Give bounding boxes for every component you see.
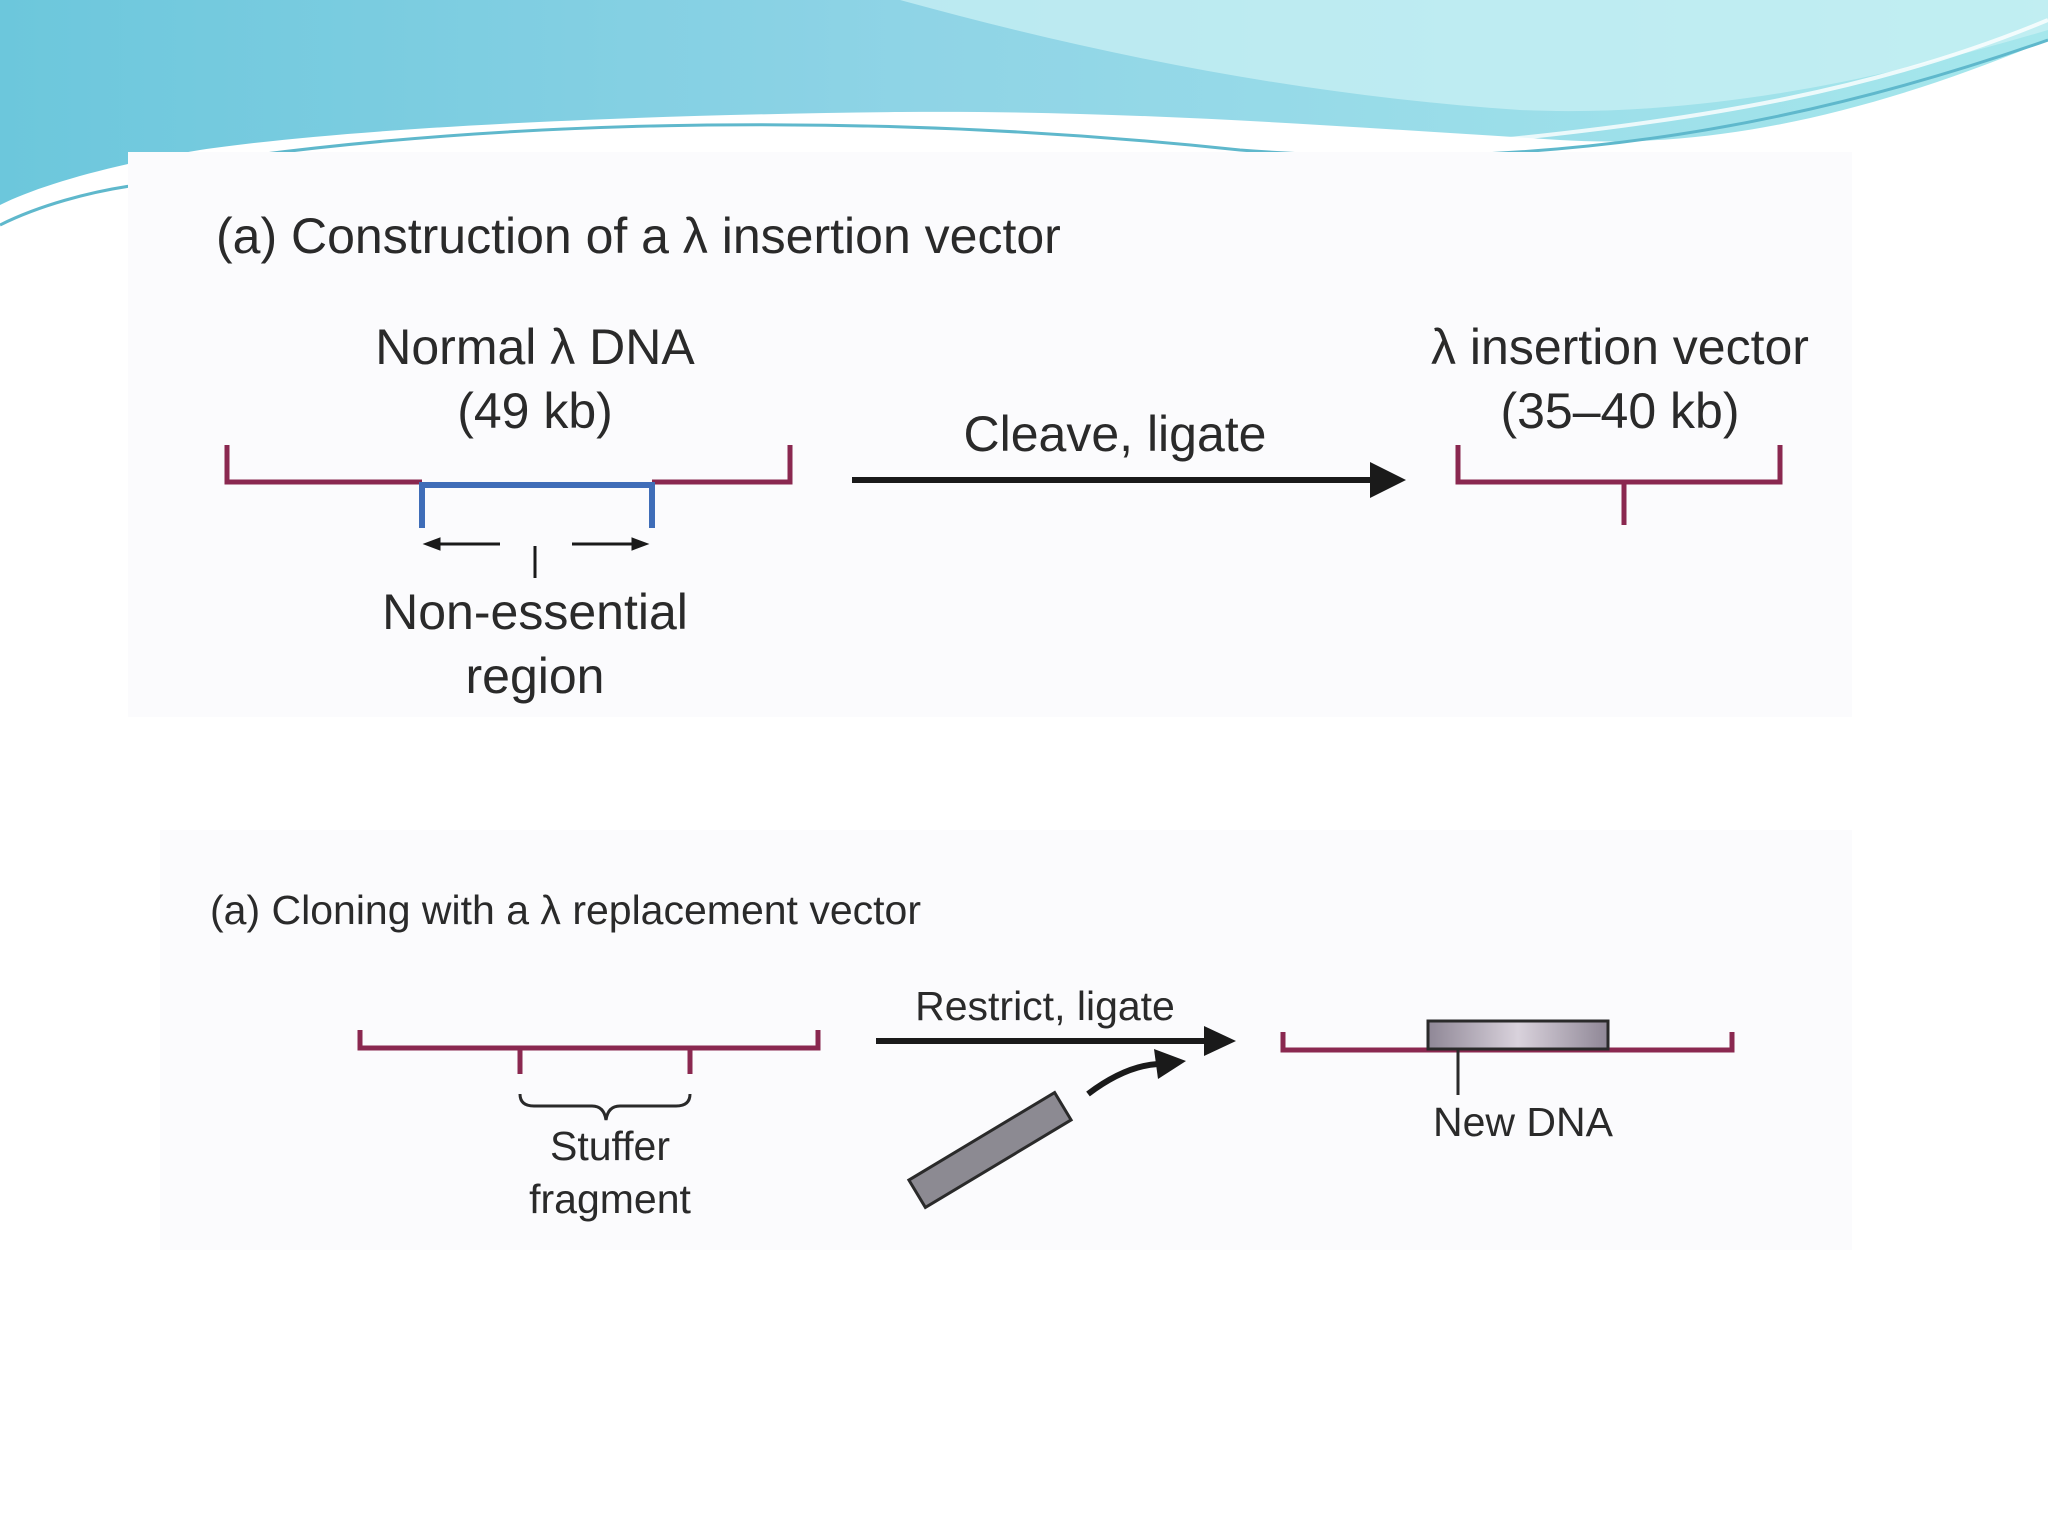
nonessential-region-label-line2: region [465, 648, 605, 704]
insertion-vector-panel [128, 152, 1852, 717]
curved-arrow-shaft [1086, 1061, 1159, 1097]
insertion-vector-label-line2: (35–40 kb) [1500, 383, 1740, 439]
insertion-vector-label-line1: λ insertion vector [1431, 319, 1809, 375]
nonessential-region-label: Non-essential region [330, 587, 740, 701]
new-dna-insert [1426, 1019, 1610, 1051]
stuffer-fragment-label-line1: Stuffer [549, 1123, 671, 1169]
restrict-ligate-arrow [876, 1026, 1236, 1056]
new-dna-label: New DNA [1433, 1099, 1613, 1145]
normal-dna-label-line2: (49 kb) [457, 383, 613, 439]
normal-dna-left-arm [224, 445, 422, 485]
lambda-insertion-vector [1455, 445, 1783, 525]
cleave-ligate-label: Cleave, ligate [963, 406, 1267, 462]
curved-arrow-head [1154, 1049, 1186, 1079]
insert-curved-arrow [1086, 1049, 1186, 1097]
foreign-dna-fragment [906, 1090, 1074, 1210]
replacement-vector-dna [357, 1030, 821, 1074]
replacement-panel-title: (a) Cloning with a λ replacement vector [210, 887, 921, 933]
normal-dna-label-line1: Normal λ DNA [375, 319, 695, 375]
cleave-ligate-arrow [852, 462, 1406, 498]
recombinant-dna [1280, 1019, 1735, 1095]
restrict-ligate-label: Restrict, ligate [915, 983, 1175, 1029]
cleave-arrow-head [1370, 462, 1406, 498]
normal-dna-right-arm [652, 445, 793, 485]
normal-lambda-dna [224, 445, 793, 528]
stuffer-fragment-label: Stuffer fragment [470, 1126, 750, 1220]
header-wave-decoration [0, 0, 2048, 227]
wave-line-2 [0, 184, 131, 227]
insertion-vector-line [1455, 445, 1783, 485]
wave-line-3 [1499, 18, 2048, 142]
wave-highlight [900, 0, 2048, 112]
insertion-vector-label: λ insertion vector (35–40 kb) [1380, 322, 1860, 436]
nonessential-region-pointer [422, 537, 650, 578]
normal-dna-label: Normal λ DNA (49 kb) [330, 322, 740, 436]
replacement-dna-line [357, 1030, 821, 1051]
stuffer-fragment-label-line2: fragment [529, 1176, 691, 1222]
wave-line-1 [219, 38, 2048, 162]
left-pointer-head [422, 537, 441, 551]
right-pointer-head [631, 537, 650, 551]
nonessential-region-segment [419, 482, 655, 528]
stuffer-brace [518, 1093, 692, 1121]
insertion-panel-title: (a) Construction of a λ insertion vector [216, 208, 1061, 264]
restrict-arrow-head [1204, 1026, 1236, 1056]
nonessential-region-label-line1: Non-essential [382, 584, 688, 640]
